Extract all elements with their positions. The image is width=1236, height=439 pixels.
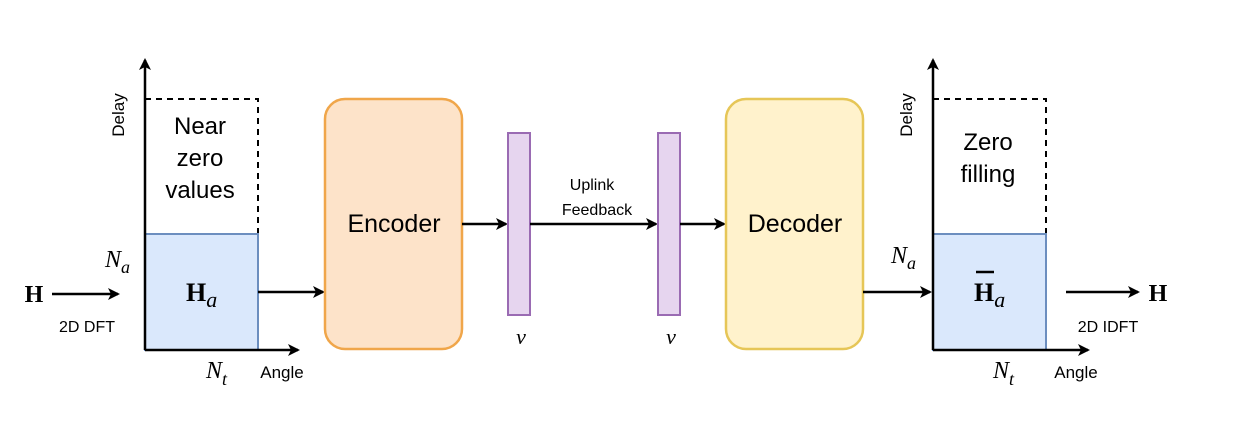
left-delay-label: Delay <box>109 93 128 137</box>
uplink-label: Uplink <box>570 177 615 194</box>
codeword-right: v <box>657 132 681 349</box>
decoder-box <box>724 97 865 351</box>
near-zero-text-line3: values <box>165 177 234 204</box>
right-nt-label: Nt <box>992 358 1015 389</box>
near-zero-text-line1: Near <box>174 113 226 140</box>
left-nt-label: Nt <box>205 358 228 389</box>
matrix-ha-bar-block <box>932 233 1047 351</box>
feedback-label: Feedback <box>562 202 633 219</box>
right-angle-label: Angle <box>1054 363 1097 382</box>
idft-label: 2D IDFT <box>1078 319 1139 336</box>
matrix-ha-bar-label: Ha <box>974 278 1005 312</box>
dft-label: 2D DFT <box>59 319 115 336</box>
near-zero-region-border <box>145 98 259 235</box>
near-zero-text-line2: zero <box>177 145 224 172</box>
decoder-block: Decoder <box>724 97 865 351</box>
codeword-left-bar <box>507 132 531 316</box>
matrix-ha-label: Ha <box>186 278 217 312</box>
codeword-right-bar <box>657 132 681 316</box>
zero-filling-text-line1: Zero <box>963 129 1012 156</box>
encoder-label: Encoder <box>347 210 440 238</box>
encoder-block: Encoder <box>323 97 464 351</box>
right-plot: Zero filling Ha Delay Angle Na Nt H 2D I… <box>890 58 1168 389</box>
left-plot: H 2D DFT Near zero values Ha Delay Angle… <box>25 58 325 389</box>
left-angle-label: Angle <box>260 363 303 382</box>
right-delay-label: Delay <box>897 93 916 137</box>
codeword-left-label: v <box>516 324 526 349</box>
codeword-right-label: v <box>666 324 676 349</box>
right-na-label: Na <box>890 243 916 273</box>
decoder-label: Decoder <box>748 210 843 238</box>
codeword-left: v <box>507 132 531 349</box>
left-na-label: Na <box>104 247 130 277</box>
input-h-symbol: H <box>25 282 44 308</box>
zero-filling-region-border <box>933 98 1047 235</box>
output-h-symbol: H <box>1149 281 1168 307</box>
zero-filling-text-line2: filling <box>961 161 1016 188</box>
